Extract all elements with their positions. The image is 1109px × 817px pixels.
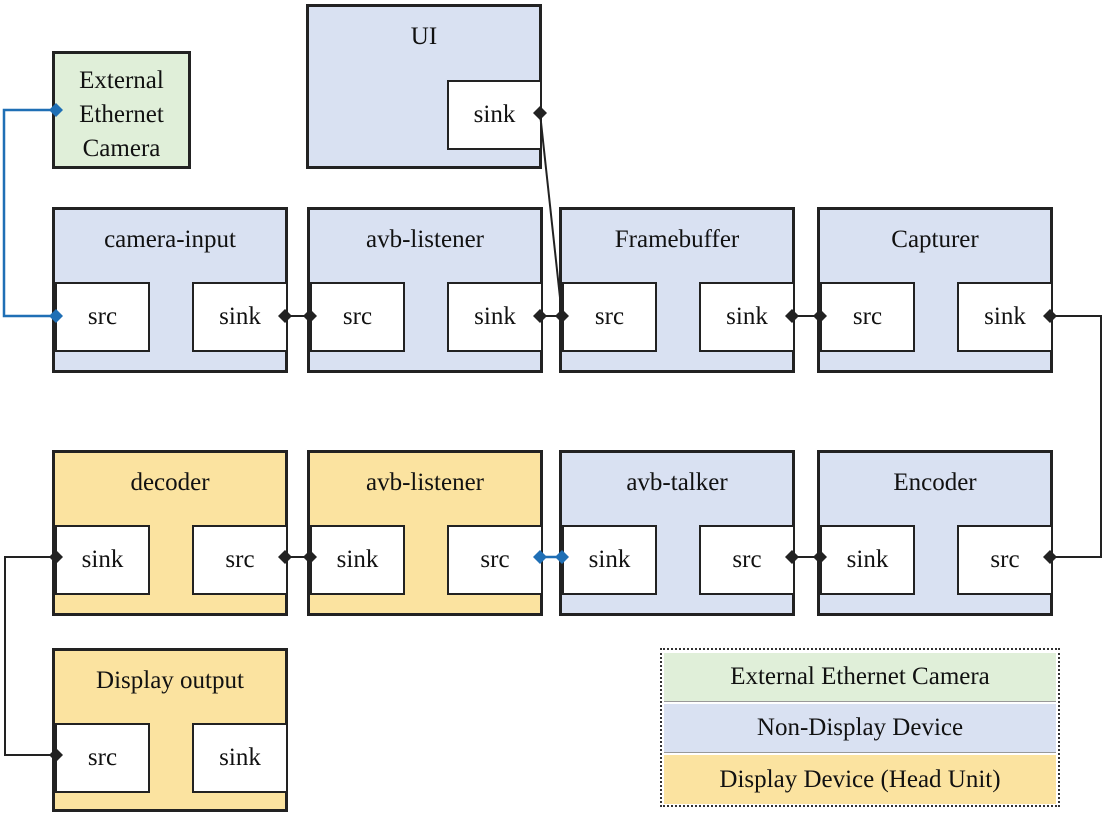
avb-talker-title: avb-talker [626, 469, 728, 496]
display-output-src-port: src [55, 723, 150, 793]
camera-input-title: camera-input [104, 226, 236, 253]
framebuffer-src-port: src [562, 282, 657, 352]
decoder-to-display-output-link [4, 556, 56, 756]
external-camera-node: External Ethernet Camera [52, 51, 191, 169]
external-camera-to-camera-input-link [2, 108, 56, 318]
display-output-title: Display output [96, 667, 244, 694]
legend-item-non-display-device: Non-Display Device [664, 704, 1056, 753]
capturer-title: Capturer [891, 226, 979, 253]
framebuffer-title: Framebuffer [614, 226, 740, 253]
decoder-node: decoder sink src [52, 450, 288, 616]
framebuffer-sink-port: sink [699, 282, 795, 352]
decoder-src-port: src [192, 525, 288, 595]
legend-item-display-device: Display Device (Head Unit) [664, 755, 1056, 804]
avb-talker-node: avb-talker sink src [559, 450, 795, 616]
display-output-sink-port: sink [192, 723, 288, 793]
avb-listener-1-title: avb-listener [365, 226, 484, 253]
avb-listener-2-src-port: src [447, 525, 543, 595]
encoder-src-port: src [957, 525, 1053, 595]
avb-listener-1-sink-port: sink [447, 282, 543, 352]
avb-talker-sink-port: sink [562, 525, 657, 595]
ui-sink-port: sink [447, 80, 542, 150]
encoder-sink-port: sink [820, 525, 915, 595]
external-camera-line2: Ethernet [79, 101, 164, 128]
legend-item-external-camera: External Ethernet Camera [664, 653, 1056, 702]
capturer-node: Capturer src sink [817, 207, 1053, 373]
camera-input-src-port: src [55, 282, 150, 352]
avb-listener-node-2: avb-listener sink src [307, 450, 543, 616]
capturer-sink-port: sink [957, 282, 1053, 352]
avb-listener-2-sink-port: sink [310, 525, 405, 595]
decoder-title: decoder [130, 469, 210, 496]
encoder-node: Encoder sink src [817, 450, 1053, 616]
capturer-to-encoder-link [1050, 315, 1102, 558]
capturer-src-port: src [820, 282, 915, 352]
external-camera-line3: Camera [82, 135, 161, 162]
ui-title: UI [410, 23, 438, 50]
camera-input-sink-port: sink [192, 282, 288, 352]
ui-node: UI sink [306, 4, 542, 169]
avb-listener-1-src-port: src [310, 282, 405, 352]
legend: External Ethernet Camera Non-Display Dev… [660, 648, 1060, 807]
decoder-sink-port: sink [55, 525, 150, 595]
external-camera-title: External Ethernet Camera [55, 64, 188, 166]
avb-listener-2-title: avb-listener [365, 469, 484, 496]
framebuffer-node: Framebuffer src sink [559, 207, 795, 373]
camera-input-node: camera-input src sink [52, 207, 288, 373]
avb-listener-node-1: avb-listener src sink [307, 207, 543, 373]
encoder-title: Encoder [893, 469, 977, 496]
display-output-node: Display output src sink [52, 648, 288, 812]
avb-talker-src-port: src [699, 525, 795, 595]
external-camera-line1: External [79, 67, 164, 94]
